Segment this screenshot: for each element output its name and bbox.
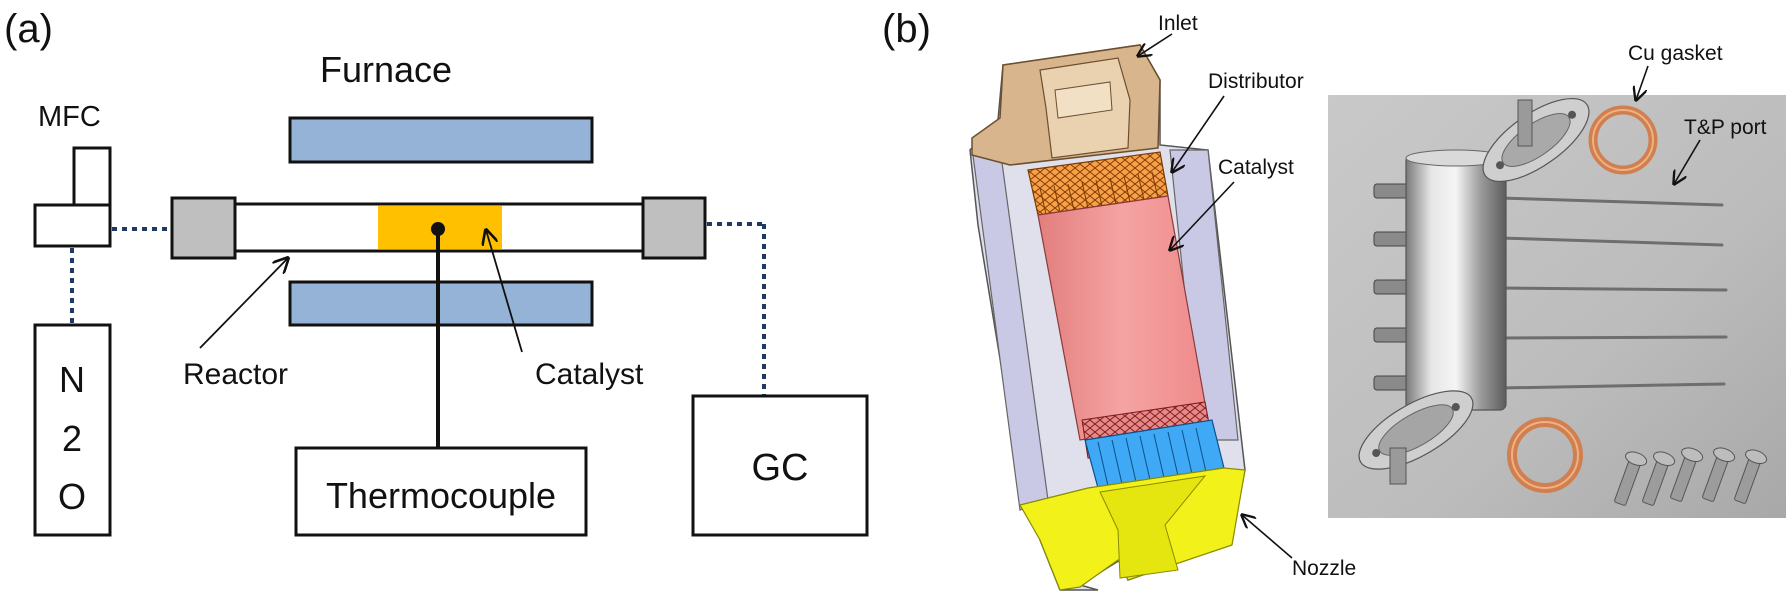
reactor-photo (1328, 95, 1786, 518)
tp-port-label: T&P port (1684, 116, 1767, 139)
inlet-bore-inner (1054, 81, 1113, 119)
tp-rod-2 (1498, 236, 1724, 247)
inlet-arrow (1138, 33, 1173, 56)
catalyst-arrow-b (1170, 181, 1235, 250)
bolts (1614, 447, 1768, 506)
nozzle-arrow (1242, 515, 1293, 559)
nozzle-cone (1099, 475, 1207, 579)
n2o-label-o: O (58, 476, 86, 517)
tp-rod-4 (1498, 335, 1728, 340)
mfc-valve-stem (72, 146, 112, 208)
thermocouple-label: Thermocouple (326, 475, 556, 516)
reactor-label: Reactor (183, 358, 288, 391)
catalyst-label-a: Catalyst (535, 358, 644, 391)
cu-gasket-top-highlight (1592, 109, 1654, 171)
panel-a: (a) Furnace MFC N 2 O Reactor (4, 7, 869, 537)
cu-gasket-bottom-highlight (1511, 421, 1579, 489)
panel-b: (b) (882, 7, 1786, 591)
nozzle-label: Nozzle (1292, 557, 1356, 580)
gc-box (691, 394, 869, 537)
catalyst-label-b: Catalyst (1218, 156, 1294, 179)
upper-distributor-slots (1039, 171, 1159, 215)
cu-gasket-arrow (1636, 65, 1649, 100)
tp-port-arrow (1674, 139, 1701, 184)
mfc-label: MFC (38, 101, 101, 133)
distributor-arrow (1172, 95, 1225, 172)
thermocouple-box (294, 446, 588, 537)
n2o-cylinder (33, 323, 112, 537)
mfc-body (33, 203, 112, 248)
tp-rod-1 (1498, 196, 1724, 207)
n2o-label-n: N (59, 359, 85, 400)
bottom-flange (1358, 390, 1474, 470)
reactor-arrow (199, 258, 288, 349)
steel-cylinder (1405, 154, 1507, 411)
inlet-label: Inlet (1158, 12, 1198, 35)
furnace-bottom-block (288, 280, 594, 327)
gas-lines (70, 222, 766, 396)
panel-a-label: (a) (4, 7, 53, 51)
bottom-flange-stem (1389, 447, 1407, 485)
outlet-fitting (641, 196, 707, 260)
lower-distributor-slots (1097, 427, 1207, 487)
top-flange-stem (1517, 99, 1533, 147)
tp-rod-5 (1498, 382, 1726, 390)
inlet-fitting (170, 196, 237, 260)
catalyst-arrow-a (486, 230, 523, 353)
n2o-label-2: 2 (62, 418, 82, 459)
distributor-label: Distributor (1208, 70, 1304, 93)
reactor-cutaway (969, 44, 1246, 591)
side-fittings (1373, 183, 1411, 391)
tp-port-rods (1498, 196, 1728, 390)
furnace-label: Furnace (320, 49, 452, 90)
cu-gasket-label: Cu gasket (1628, 42, 1723, 65)
panel-b-label: (b) (882, 7, 931, 51)
gc-label: GC (752, 447, 809, 489)
furnace-top-block (288, 116, 594, 164)
tp-rod-3 (1498, 286, 1728, 292)
thermocouple-tip (431, 222, 445, 236)
